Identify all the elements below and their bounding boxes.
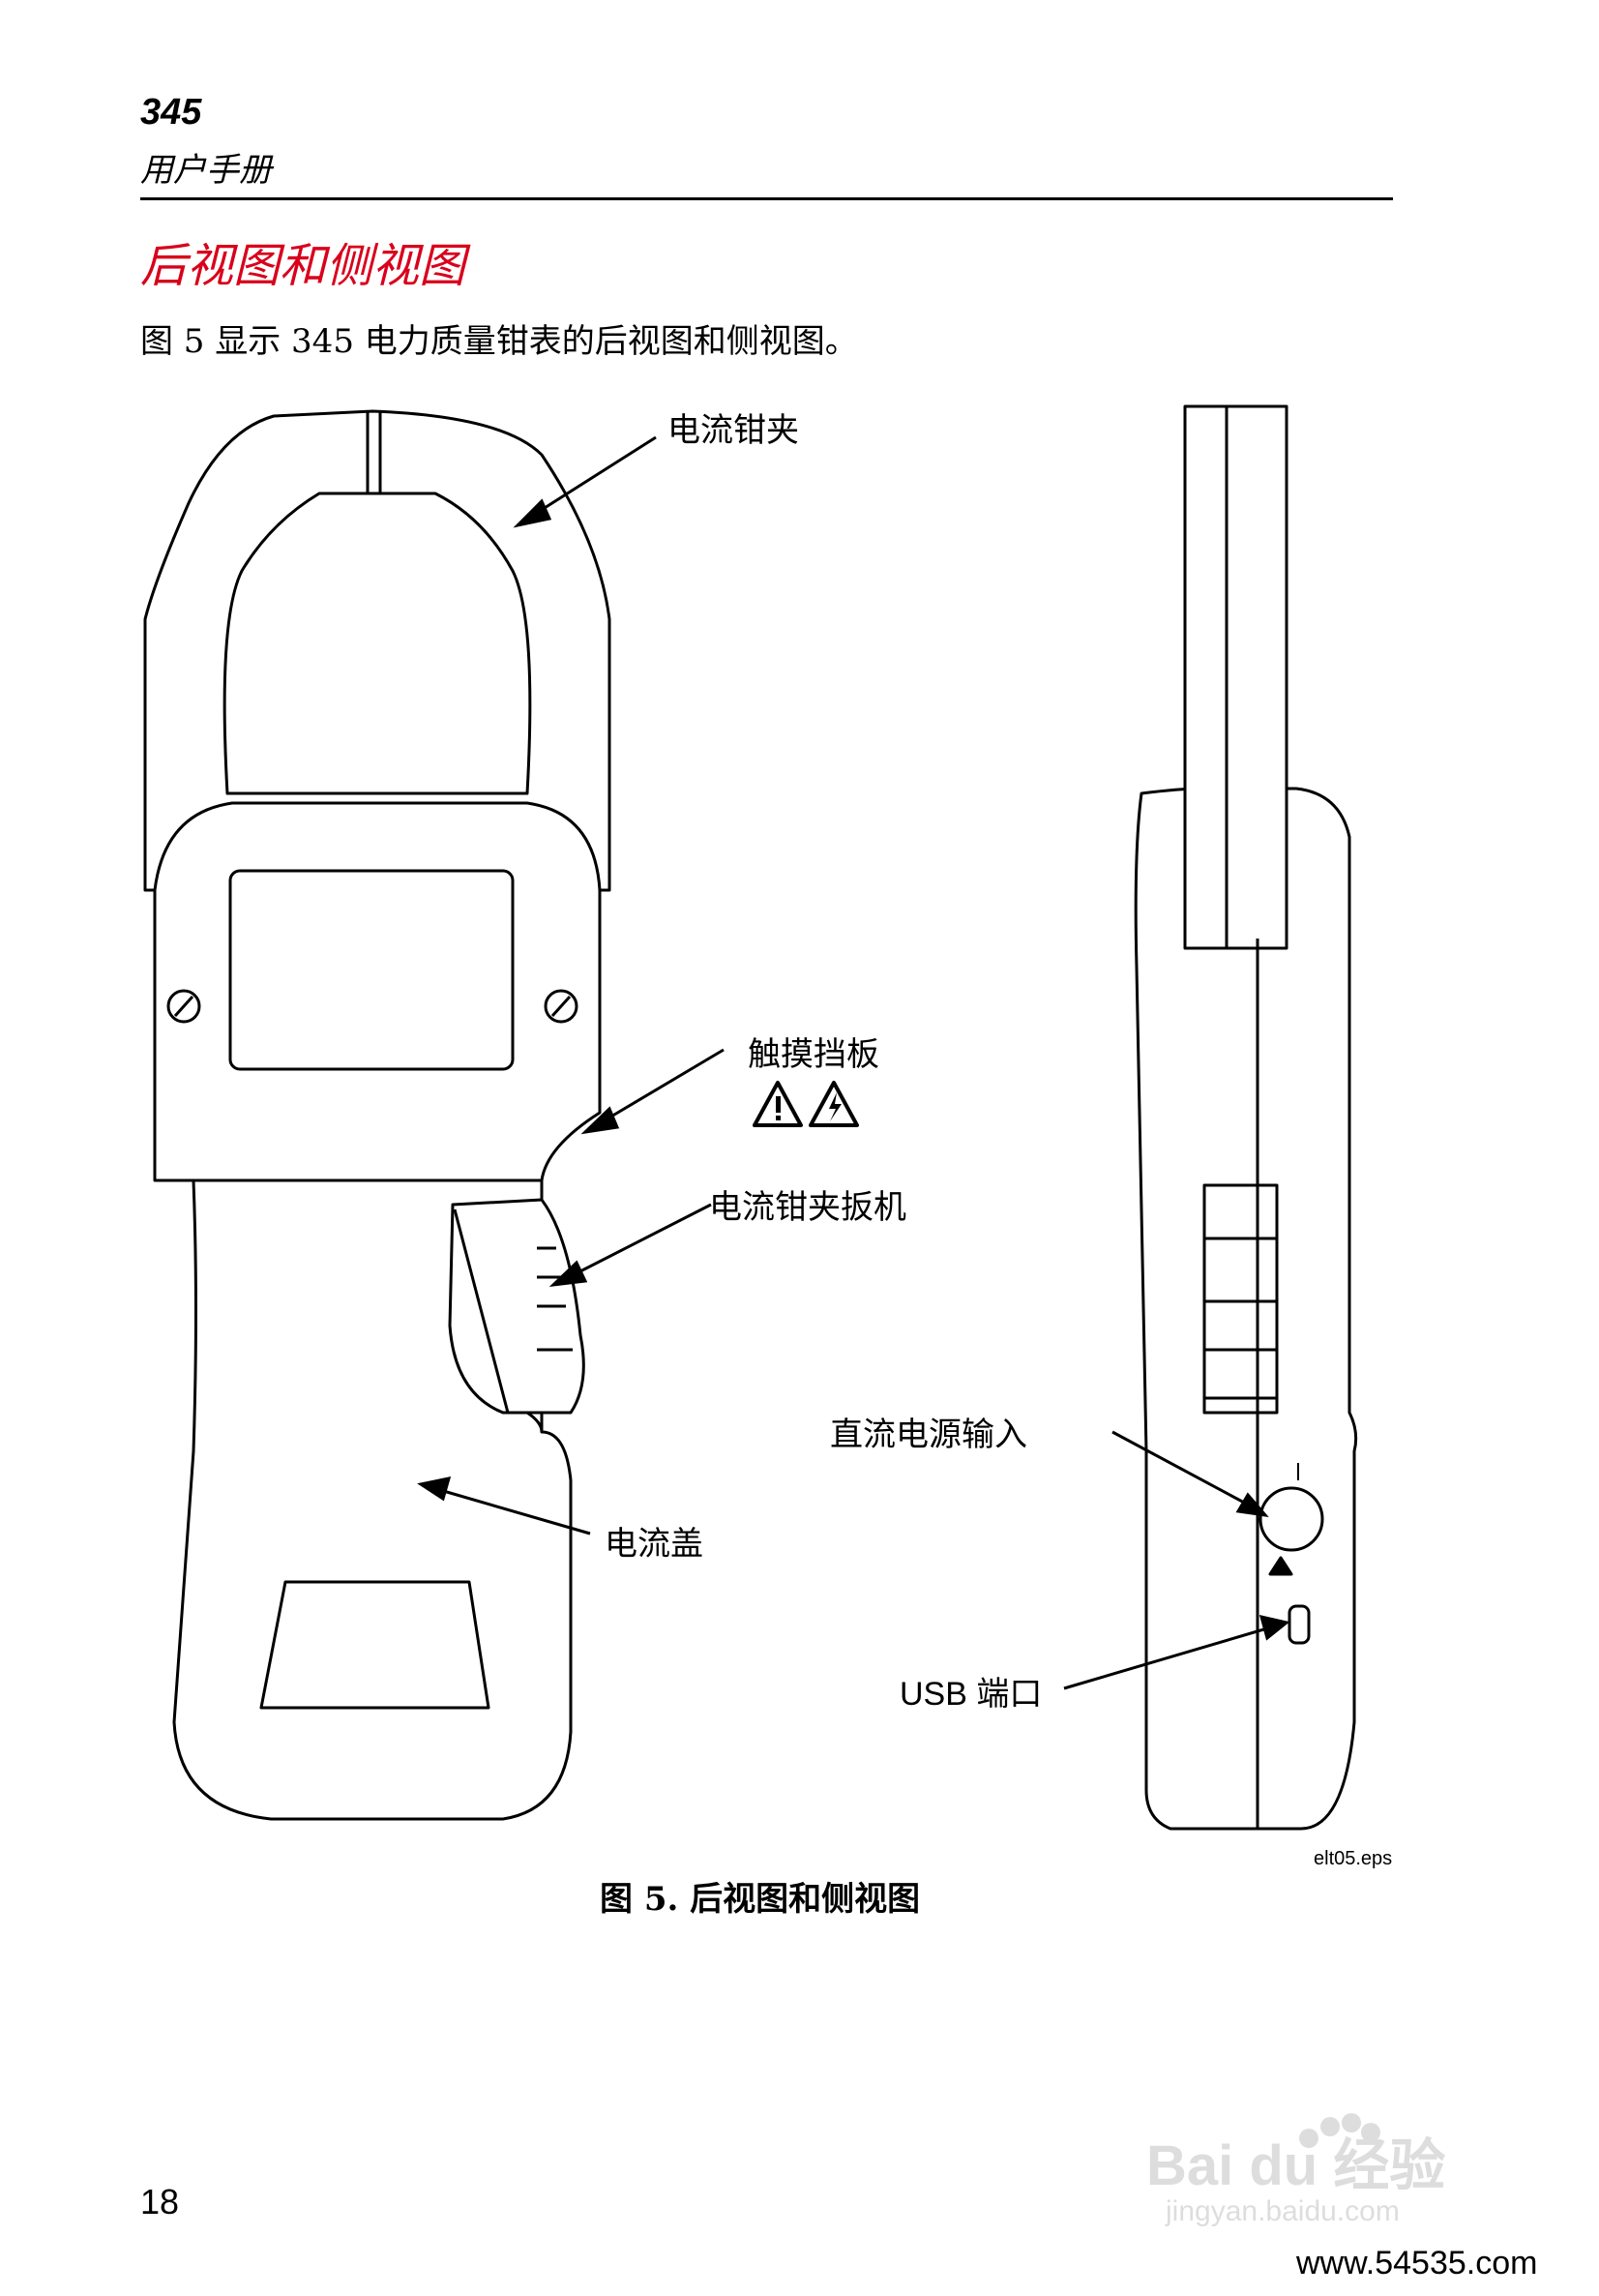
manual-subtitle: 用户手册 xyxy=(140,151,272,190)
section-title: 后视图和侧视图 xyxy=(140,239,466,293)
label-current-cover: 电流盖 xyxy=(605,1525,703,1564)
label-touch-barrier: 触摸挡板 xyxy=(748,1035,879,1074)
label-jaw-trigger: 电流钳夹扳机 xyxy=(709,1188,906,1227)
header-rule xyxy=(140,197,1393,200)
label-usb-port: USB 端口 xyxy=(900,1676,1043,1713)
watermark-url: www.54535.com xyxy=(1296,2245,1538,2281)
page-number: 18 xyxy=(140,2182,180,2221)
usb-port-icon xyxy=(1288,1604,1311,1645)
label-dc-input: 直流电源输入 xyxy=(830,1416,1027,1454)
figure-file-code: elt05.eps xyxy=(1314,1848,1393,1869)
svg-text:jingyan.baidu.com: jingyan.baidu.com xyxy=(1165,2195,1400,2227)
svg-text:Bai du 经验: Bai du 经验 xyxy=(1146,2134,1445,2197)
watermark-logo: Bai du 经验 jingyan.baidu.com xyxy=(1146,2109,1533,2227)
figure-caption: 图 5. 后视图和侧视图 xyxy=(600,1880,921,1919)
warning-icons xyxy=(753,1081,859,1127)
label-clamp-jaw: 电流钳夹 xyxy=(667,411,799,450)
intro-paragraph: 图 5 显示 345 电力质量钳表的后视图和侧视图。 xyxy=(140,322,858,361)
caution-icon xyxy=(1268,1556,1293,1576)
model-number: 345 xyxy=(140,92,202,133)
dc-input-jack-icon xyxy=(1258,1486,1324,1552)
